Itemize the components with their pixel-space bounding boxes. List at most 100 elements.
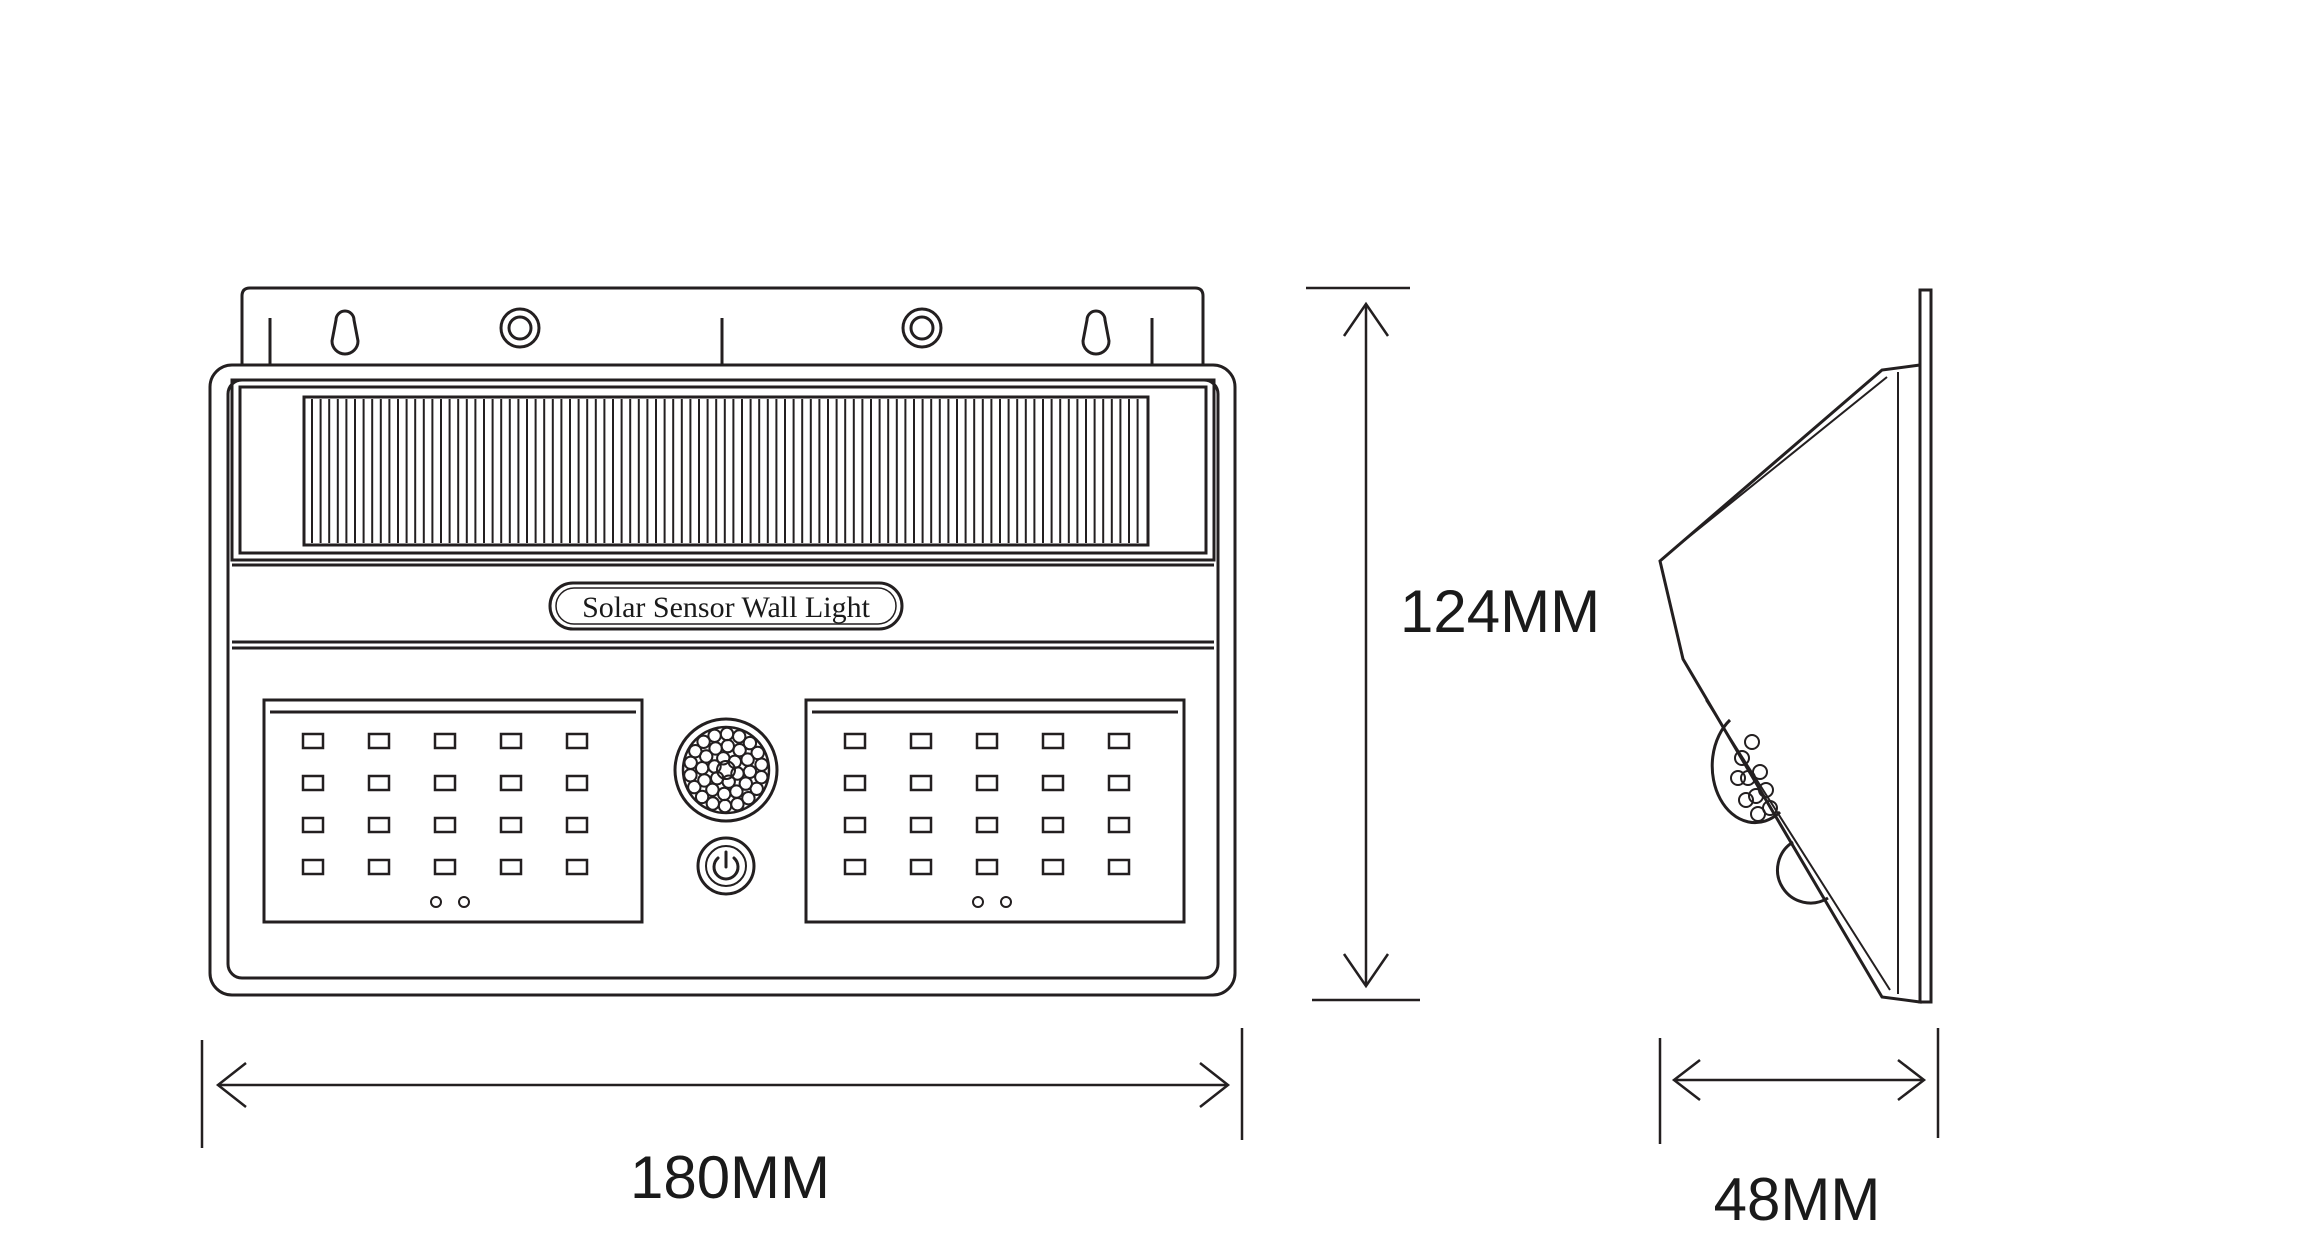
- solar-cells: [302, 395, 1150, 547]
- pir-facet: [683, 755, 698, 770]
- pir-lens-facets: [683, 726, 769, 814]
- led-chip: [301, 816, 325, 834]
- led-chip: [499, 858, 523, 876]
- solar-cell-area: [302, 395, 1150, 547]
- screw-hole: [499, 307, 541, 349]
- pir-facet: [705, 796, 720, 811]
- pir-facet: [749, 781, 764, 796]
- led-chip: [975, 858, 999, 876]
- indicator-dot: [972, 896, 984, 908]
- pir-facet: [754, 757, 769, 772]
- led-chip: [367, 816, 391, 834]
- pir-facet: [741, 791, 756, 806]
- height-arrow-top: [1342, 301, 1390, 337]
- width-dimension-label: 180MM: [630, 1144, 830, 1211]
- pir-facet: [688, 744, 703, 759]
- side-bracket: [1918, 288, 1933, 1004]
- power-switch: [696, 836, 756, 896]
- keyhole-mount-hole: [330, 309, 360, 356]
- solar-cell-stripes: [311, 399, 1139, 543]
- led-chip: [975, 774, 999, 792]
- led-panel-frame: [262, 698, 644, 924]
- side-pir-dome: [1710, 718, 1782, 825]
- led-chip: [499, 732, 523, 750]
- led-chip: [565, 774, 589, 792]
- product-badge-outline: [548, 581, 904, 631]
- led-chip: [1107, 816, 1131, 834]
- led-chip: [843, 816, 867, 834]
- side-pir-facet: [1750, 806, 1766, 822]
- side-face-edge: [1705, 699, 1891, 991]
- led-chip: [565, 732, 589, 750]
- indicator-dot: [1000, 896, 1012, 908]
- pir-facet: [742, 735, 758, 751]
- led-chip: [565, 816, 589, 834]
- product-badge: Solar Sensor Wall Light: [548, 581, 904, 631]
- pir-sensor-housing: [673, 717, 779, 823]
- side-housing-outline: [1658, 363, 1922, 1004]
- screw-hole: [901, 307, 943, 349]
- indicator-dot: [458, 896, 470, 908]
- led-chip: [433, 732, 457, 750]
- led-grid: [843, 732, 1131, 876]
- led-chip: [975, 816, 999, 834]
- pir-facet: [719, 726, 735, 742]
- side-pir-facet: [1734, 750, 1750, 766]
- led-chip: [1041, 858, 1065, 876]
- power-switch-inner: [705, 845, 747, 887]
- screw-hole: [507, 315, 533, 341]
- screw-hole: [909, 315, 935, 341]
- keyhole-mount-hole: [1081, 309, 1111, 356]
- pir-facet: [720, 738, 735, 754]
- led-chip: [843, 732, 867, 750]
- dimension-lines: [200, 286, 1940, 1148]
- led-chip: [1041, 732, 1065, 750]
- pir-facet: [754, 770, 769, 785]
- depth-dimension-label: 48MM: [1714, 1166, 1881, 1233]
- led-chip: [565, 858, 589, 876]
- led-chip: [301, 774, 325, 792]
- pir-facet: [750, 745, 765, 761]
- pir-facet: [683, 768, 698, 783]
- pir-facet: [742, 764, 758, 779]
- led-grid: [301, 732, 589, 876]
- pir-facet: [717, 786, 732, 802]
- pir-facet: [717, 798, 733, 814]
- led-chip: [301, 732, 325, 750]
- led-chip: [1041, 774, 1065, 792]
- depth-arrow-right: [1897, 1059, 1927, 1101]
- indicator-dot: [430, 896, 442, 908]
- pir-facet: [729, 784, 744, 799]
- height-dimension-label: 124MM: [1400, 578, 1600, 645]
- led-chip: [367, 732, 391, 750]
- led-chip: [499, 816, 523, 834]
- side-pir-facet: [1730, 770, 1746, 786]
- solar-panel-frame-inner: [238, 385, 1208, 555]
- led-panel-right: [804, 698, 1186, 924]
- led-chip: [301, 858, 325, 876]
- product-badge-text: Solar Sensor Wall Light: [582, 591, 871, 624]
- product-badge-inner-outline: [555, 587, 897, 625]
- led-chip: [367, 858, 391, 876]
- housing-outer: [208, 363, 1237, 997]
- led-chip: [433, 774, 457, 792]
- led-panel-frame: [804, 698, 1186, 924]
- width-arrow-left: [215, 1062, 247, 1108]
- power-switch-outer: [696, 836, 756, 896]
- pir-facet: [732, 729, 747, 744]
- pir-facet: [707, 728, 722, 743]
- side-pir-facet: [1748, 788, 1764, 804]
- led-chip: [843, 774, 867, 792]
- front-view: [208, 286, 1237, 997]
- led-chip: [843, 858, 867, 876]
- pir-facet: [730, 797, 745, 812]
- side-pir-facet: [1738, 792, 1754, 808]
- side-view: [1658, 288, 1933, 1004]
- depth-arrow-left: [1671, 1059, 1701, 1101]
- side-pir-facet: [1740, 770, 1756, 786]
- pir-facet: [716, 760, 736, 780]
- led-chip: [1041, 816, 1065, 834]
- led-chip: [367, 774, 391, 792]
- width-arrow-right: [1199, 1062, 1231, 1108]
